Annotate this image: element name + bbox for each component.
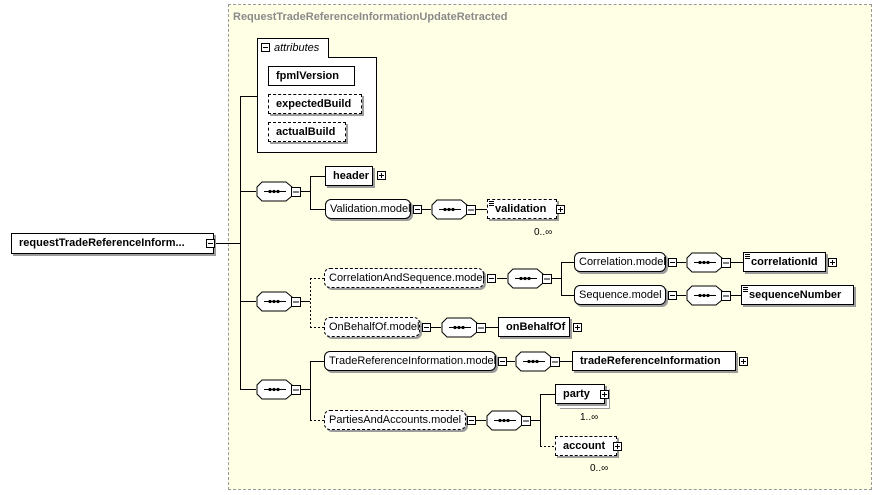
group-label: Sequence.model — [579, 288, 662, 301]
sequence-compositor[interactable] — [431, 199, 476, 220]
collapse-icon[interactable] — [668, 258, 677, 267]
group-label: TradeReferenceInformation.model — [329, 354, 497, 367]
documentation-icon — [745, 254, 750, 261]
sequence-compositor[interactable] — [507, 268, 552, 289]
collapse-icon[interactable] — [422, 323, 431, 332]
correlation-and-sequence-model-group[interactable]: CorrelationAndSequence.model — [324, 268, 485, 288]
correlation-id-element[interactable]: correlationId — [743, 252, 826, 272]
header-element[interactable]: header — [325, 166, 373, 186]
documentation-icon — [743, 287, 748, 294]
sequence-compositor[interactable] — [686, 285, 731, 306]
validation-model-group[interactable]: Validation.model — [325, 199, 411, 219]
group-label: OnBehalfOf.model — [329, 320, 420, 333]
root-element-label: requestTradeReferenceInform... — [19, 237, 185, 249]
on-behalf-of-model-group[interactable]: OnBehalfOf.model — [324, 317, 420, 337]
sequence-compositor[interactable] — [256, 379, 301, 400]
parties-and-accounts-model-group[interactable]: PartiesAndAccounts.model — [324, 410, 466, 430]
validation-element[interactable]: validation — [487, 199, 557, 219]
documentation-icon — [489, 201, 494, 208]
expand-icon[interactable] — [556, 205, 565, 214]
group-label: Correlation.model — [579, 255, 666, 268]
element-label: validation — [495, 202, 547, 215]
trade-reference-information-element[interactable]: tradeReferenceInformation — [572, 351, 736, 371]
collapse-icon[interactable] — [498, 357, 507, 366]
on-behalf-of-element[interactable]: onBehalfOf — [498, 317, 570, 337]
expand-icon[interactable] — [613, 442, 622, 451]
correlation-model-group[interactable]: Correlation.model — [574, 252, 666, 272]
collapse-icon[interactable] — [206, 239, 215, 248]
expand-icon[interactable] — [828, 258, 837, 267]
attribute-label: fpmlVersion — [276, 69, 339, 82]
attributes-label: attributes — [274, 42, 320, 54]
party-element[interactable]: party — [555, 384, 605, 404]
collapse-icon[interactable] — [487, 274, 496, 283]
collapse-icon[interactable] — [261, 43, 270, 52]
element-label: party — [563, 387, 590, 400]
element-label: sequenceNumber — [749, 288, 842, 301]
collapse-icon[interactable] — [413, 205, 422, 214]
sequence-compositor[interactable] — [256, 181, 301, 202]
expand-icon[interactable] — [600, 390, 609, 399]
collapse-icon[interactable] — [467, 416, 476, 425]
group-label: CorrelationAndSequence.model — [329, 271, 485, 284]
sequence-compositor[interactable] — [486, 410, 531, 431]
attribute-label: actualBuild — [276, 125, 336, 138]
expand-icon[interactable] — [739, 357, 748, 366]
sequence-compositor[interactable] — [256, 291, 301, 312]
cardinality-label: 1..∞ — [580, 412, 599, 423]
attribute-actual-build[interactable]: actualBuild — [268, 122, 346, 142]
collapse-icon[interactable] — [668, 291, 677, 300]
account-element[interactable]: account — [555, 436, 617, 456]
group-label: Validation.model — [330, 202, 411, 215]
attribute-expected-build[interactable]: expectedBuild — [268, 94, 362, 114]
sequence-model-group[interactable]: Sequence.model — [574, 285, 666, 305]
sequence-compositor[interactable] — [515, 351, 560, 372]
expand-icon[interactable] — [377, 171, 386, 180]
element-label: correlationId — [751, 255, 818, 268]
type-title: RequestTradeReferenceInformationUpdateRe… — [233, 11, 508, 23]
element-label: onBehalfOf — [506, 320, 566, 333]
attributes-tab[interactable]: attributes — [257, 38, 329, 58]
attribute-fpml-version[interactable]: fpmlVersion — [268, 66, 355, 86]
sequence-compositor[interactable] — [441, 317, 486, 338]
group-label: PartiesAndAccounts.model — [329, 413, 462, 426]
cardinality-label: 0..∞ — [534, 227, 553, 238]
element-label: account — [563, 439, 606, 452]
expand-icon[interactable] — [573, 323, 582, 332]
trade-reference-information-model-group[interactable]: TradeReferenceInformation.model — [324, 351, 496, 371]
attribute-label: expectedBuild — [276, 97, 352, 110]
element-label: tradeReferenceInformation — [580, 354, 721, 367]
element-label: header — [333, 169, 370, 182]
root-element[interactable]: requestTradeReferenceInform... — [11, 233, 214, 254]
sequence-compositor[interactable] — [686, 252, 731, 273]
sequence-number-element[interactable]: sequenceNumber — [741, 285, 854, 305]
cardinality-label: 0..∞ — [590, 463, 609, 474]
